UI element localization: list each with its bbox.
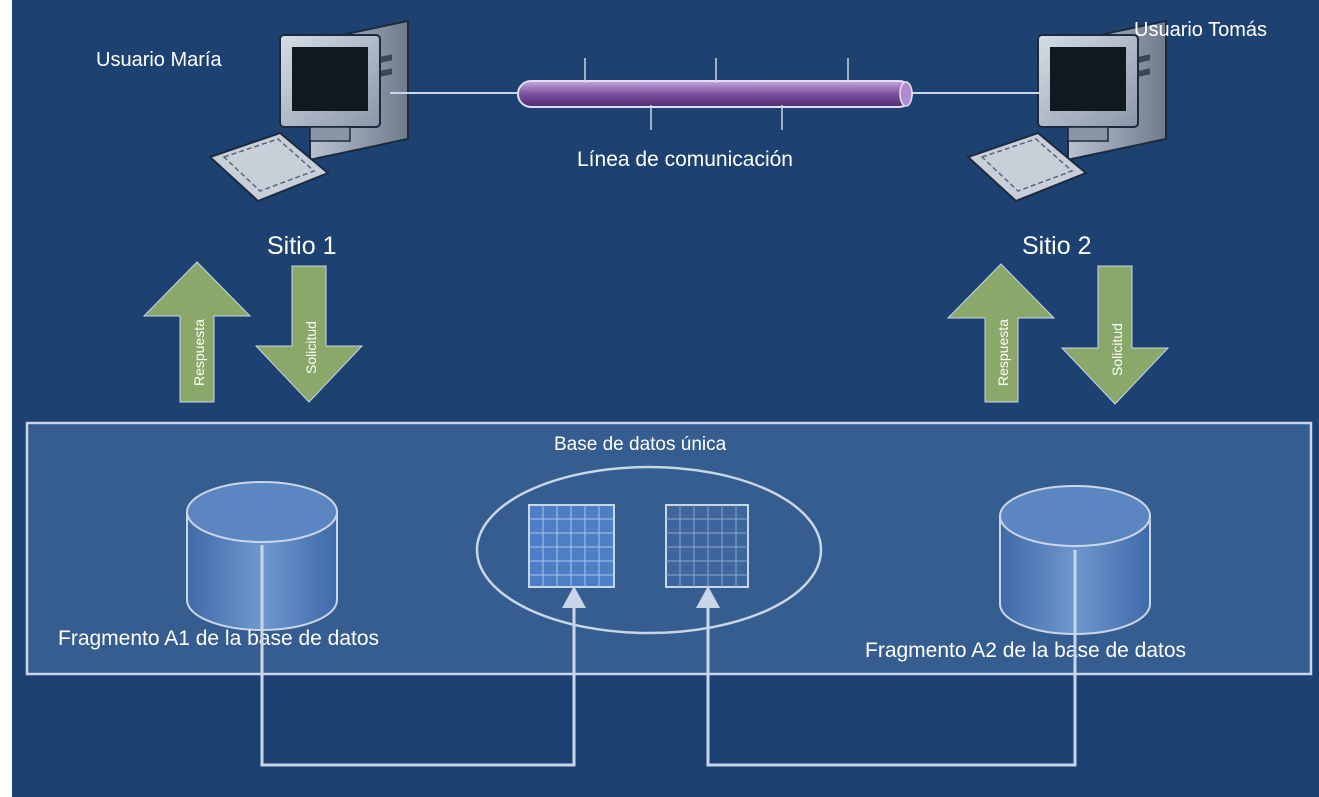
fragment-a1-connector <box>260 545 586 767</box>
site2-request-arrow: Solicitud <box>1060 265 1170 405</box>
site1-label: Sitio 1 <box>267 232 336 260</box>
site2-user-label: Usuario Tomás <box>1134 19 1267 41</box>
table-a2-icon <box>665 504 749 588</box>
table-a1-icon <box>528 504 615 588</box>
fragment-a2-connector <box>696 550 1077 767</box>
fragment-a1-label: Fragmento A1 de la base de datos <box>58 627 379 650</box>
site1-user-label: Usuario María <box>96 49 222 71</box>
site1-response-arrow: Respuesta <box>142 261 252 403</box>
site2-computer-icon <box>966 19 1167 203</box>
site1-request-arrow: Solicitud <box>254 265 364 403</box>
communication-pipe <box>517 80 913 108</box>
communication-line <box>390 58 1040 130</box>
combined-view-ellipse <box>475 465 823 635</box>
site2-label: Sitio 2 <box>1022 232 1091 260</box>
site1-request-label: Solicitud <box>303 321 319 374</box>
database-title: Base de datos única <box>554 434 727 455</box>
fragment-a2-label: Fragmento A2 de la base de datos <box>865 639 1186 662</box>
site2-request-label: Solicitud <box>1109 323 1125 376</box>
site1-computer-icon <box>208 19 409 203</box>
communication-line-label: Línea de comunicación <box>577 148 793 171</box>
site2-response-label: Respuesta <box>995 319 1011 386</box>
site2-response-arrow: Respuesta <box>946 263 1056 403</box>
site1-response-label: Respuesta <box>191 319 207 386</box>
